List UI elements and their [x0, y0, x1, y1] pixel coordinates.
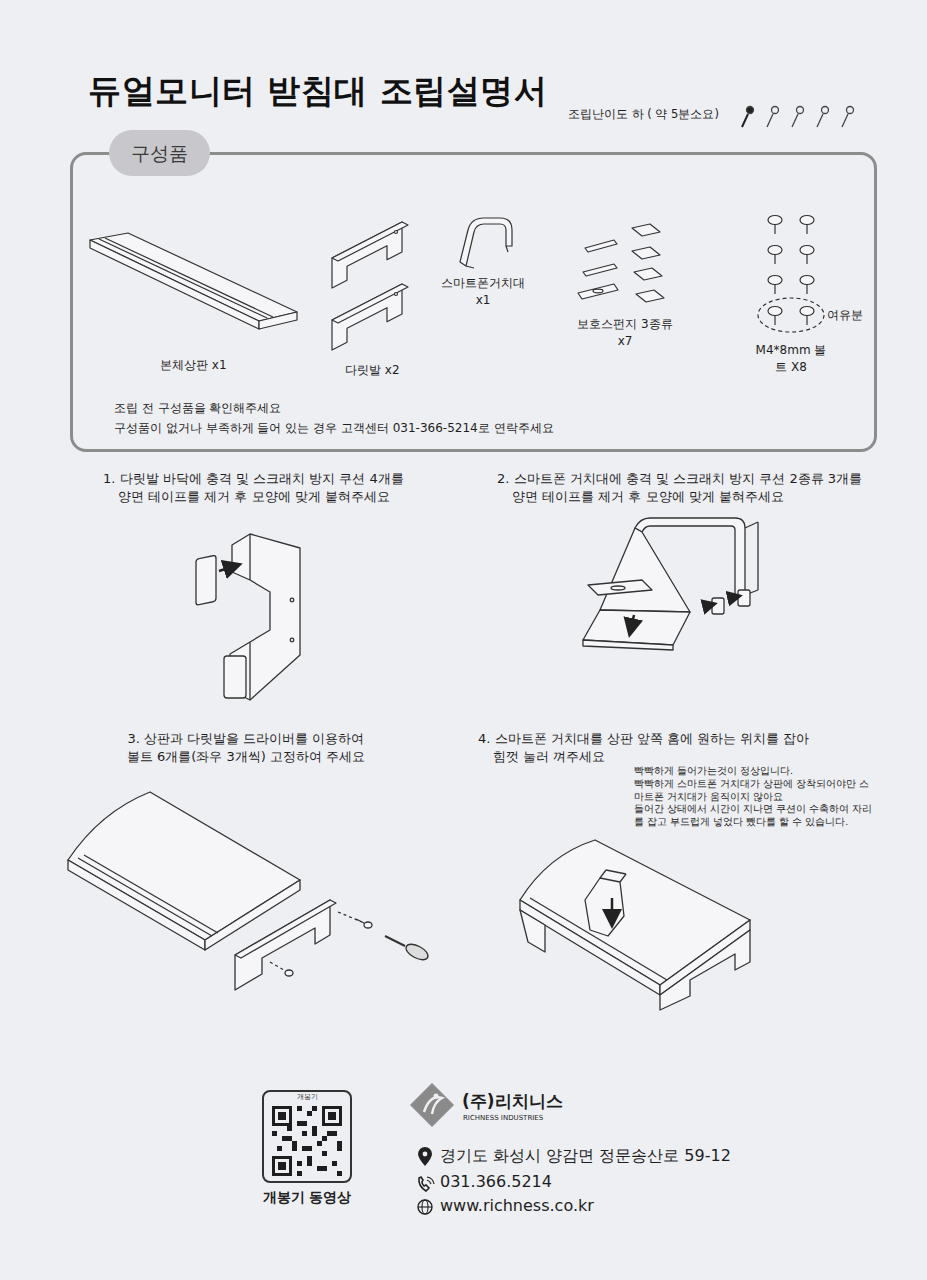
part-name: 스마트폰거치대 x1 — [437, 275, 529, 308]
panel-tab: 구성품 — [109, 130, 210, 176]
qr-code-frame: 개봉기개봉기 동영상 — [262, 1090, 352, 1183]
part-name: 다릿발 x2 — [345, 362, 400, 379]
tip-text: 빡빡하게 스마트폰 거치대가 상판에 장착되어야만 스마트폰 거치대가 움직이지… — [634, 778, 874, 803]
parts-drawings — [90, 216, 824, 351]
part-name: 보호스펀지 3종류 x7 — [573, 316, 677, 349]
step-text: 3. 상판과 다릿발을 드라이버를 이용하여 볼트 6개를(좌우 3개씩) 고정… — [120, 730, 372, 766]
qr-small-caption: 개봉기 — [264, 1093, 350, 1102]
step-text: 2. 스마트폰 거치대에 충격 및 스크래치 방지 쿠션 2종류 3개를 양면 … — [497, 470, 869, 506]
address: 경기도 화성시 양감면 정문송산로 59-12 — [440, 1145, 731, 1167]
company-name: (주)리치니스 — [462, 1090, 563, 1113]
company-name-en: RICHNESS INDUSTRIES — [463, 1114, 543, 1124]
part-name: 본체상판 x1 — [160, 357, 227, 374]
spare-note: 여유분 — [827, 307, 863, 324]
contact-note: 구성품이 없거나 부족하게 들어 있는 경우 고객센터 031-366-5214… — [114, 420, 554, 437]
website: www.richness.co.kr — [440, 1195, 594, 1217]
check-note: 조립 전 구성품을 확인해주세요 — [114, 400, 281, 417]
difficulty-icons — [742, 107, 854, 128]
qr-caption: 개봉기 동영상 — [263, 1189, 352, 1207]
step3-drawing — [68, 792, 430, 990]
part-name: M4*8mm 볼트 X8 — [750, 342, 832, 375]
step4-drawing — [520, 840, 750, 1010]
step2-drawing — [583, 518, 758, 650]
step1-drawing — [196, 534, 300, 700]
tip-text: 들어간 상태에서 시간이 지나면 쿠션이 수축하여 자리를 잡고 부드럽게 넣었… — [634, 803, 874, 828]
page-title: 듀얼모니터 받침대 조립설명서 — [88, 68, 547, 114]
tip-text: 빡빡하게 들어가는것이 정상입니다. — [634, 765, 793, 778]
step-text: 4. 스마트폰 거치대를 상판 앞쪽 홈에 원하는 위치를 잡아 힘껏 눌러 껴… — [478, 730, 818, 766]
step-text: 1. 다릿발 바닥에 충격 및 스크래치 방지 쿠션 4개를 양면 테이프를 제… — [103, 470, 413, 506]
difficulty-note: 조립난이도 하 ( 약 5분소요) — [568, 107, 719, 123]
qr-code — [272, 1106, 342, 1176]
phone-number: 031.366.5214 — [440, 1171, 552, 1193]
